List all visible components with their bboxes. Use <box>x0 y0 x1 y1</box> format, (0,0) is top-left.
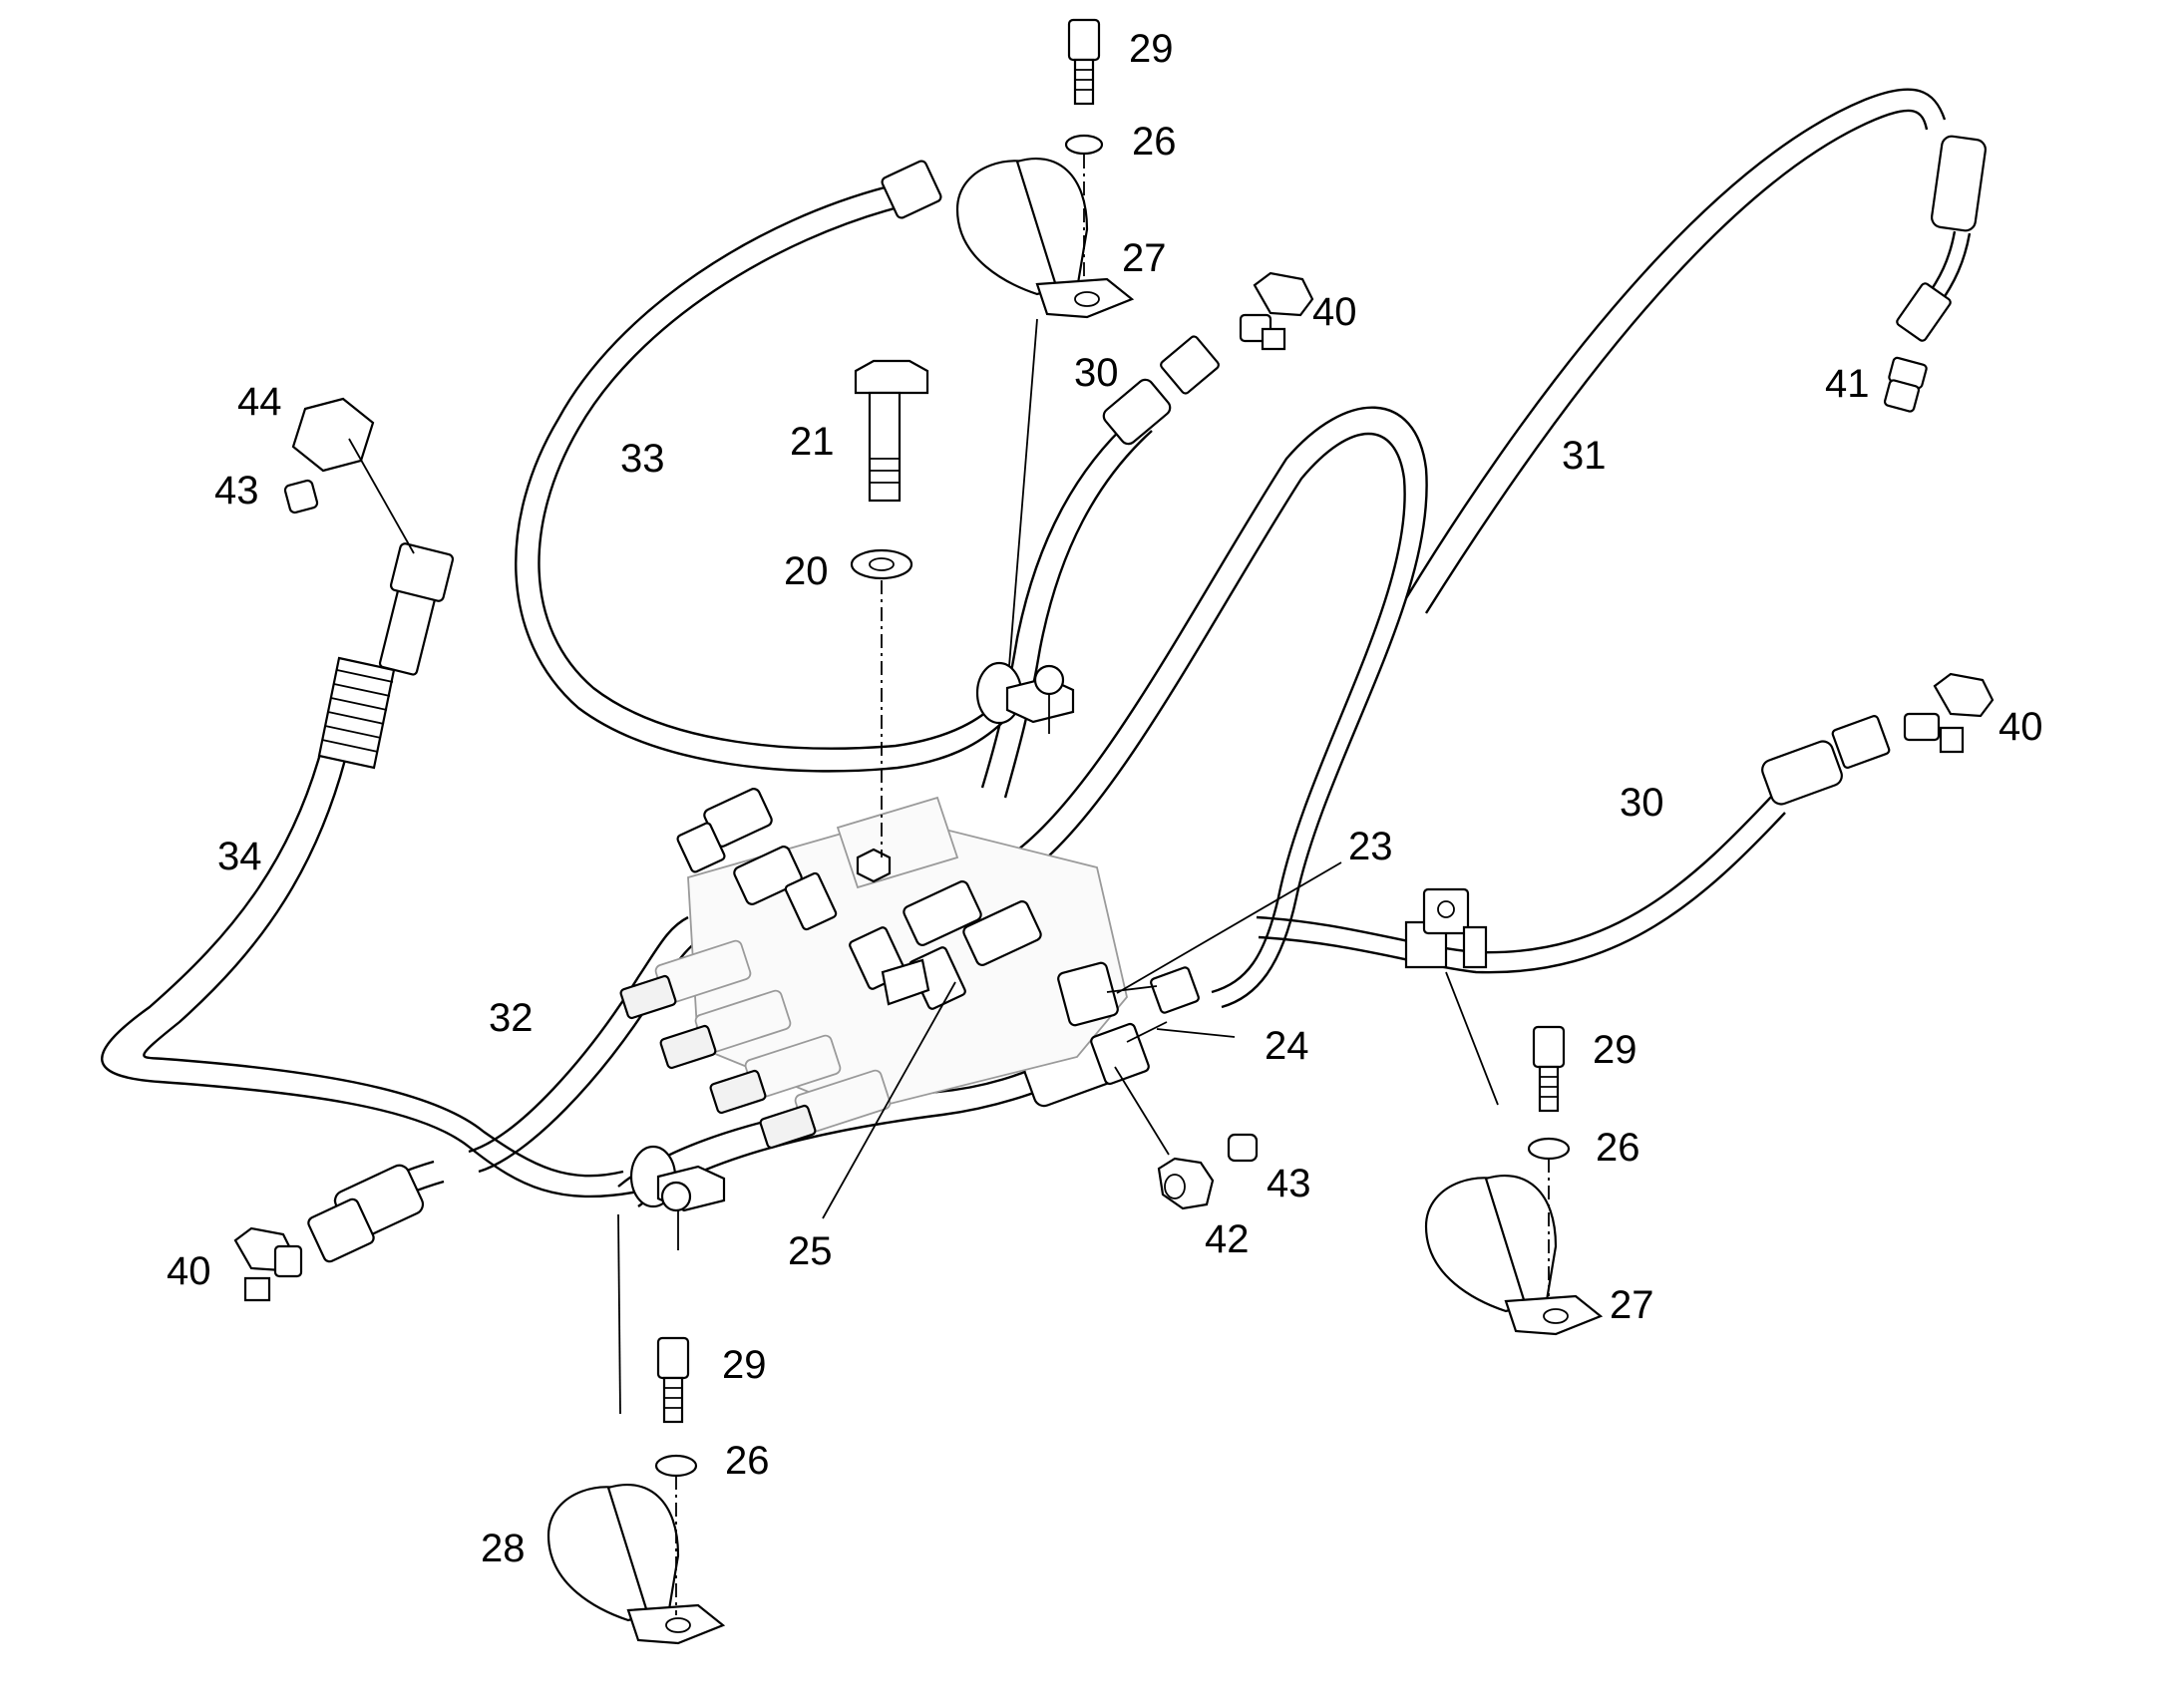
elbow-40-left <box>233 1226 303 1302</box>
callout-21: 21 <box>790 420 835 464</box>
callout-30-top: 30 <box>1074 351 1119 395</box>
callout-31: 31 <box>1562 434 1607 478</box>
nut-42 <box>1157 1157 1215 1210</box>
screw-29-bottom <box>656 1336 690 1424</box>
washer-26-right <box>1527 1137 1571 1161</box>
callout-26-bottom: 26 <box>725 1439 770 1483</box>
screw-29-top <box>1067 18 1101 106</box>
callout-26-top: 26 <box>1132 120 1177 164</box>
callout-24: 24 <box>1265 1024 1309 1068</box>
callout-29-right: 29 <box>1593 1028 1637 1072</box>
valve-block <box>619 788 1200 1150</box>
callout-27-top: 27 <box>1122 236 1167 280</box>
spool-2 <box>659 989 792 1070</box>
clamp-mounted-bottom <box>629 1145 726 1250</box>
callout-labels: 29 26 27 40 30 41 31 44 43 33 21 20 40 3… <box>167 27 2043 1570</box>
bellows <box>317 542 455 770</box>
callout-40-right: 40 <box>1998 705 2043 749</box>
clamp-27-right <box>1424 1174 1604 1336</box>
hose-30-top <box>980 335 1220 799</box>
ferrule-43-bottom <box>1227 1133 1259 1163</box>
hose-31 <box>1404 88 1987 614</box>
callout-26-right: 26 <box>1596 1126 1640 1170</box>
callout-43-bottom: 43 <box>1267 1162 1311 1205</box>
hose-30-right <box>1256 715 1891 974</box>
clamp-mounted-top <box>975 661 1075 734</box>
leader-lines <box>348 155 1550 1615</box>
callout-40-top: 40 <box>1312 290 1357 334</box>
hoses <box>101 88 1987 1263</box>
callout-30-right: 30 <box>1620 781 1664 825</box>
loose-parts <box>233 18 1995 1645</box>
screw-29-right <box>1532 1025 1566 1113</box>
hose-34 <box>101 717 639 1263</box>
callout-43-top: 43 <box>214 469 259 512</box>
clamp-28 <box>546 1483 726 1645</box>
spool-3 <box>709 1034 842 1115</box>
mounted-clamps <box>629 661 1488 1250</box>
washer-26-bottom <box>654 1454 698 1478</box>
callout-34: 34 <box>217 835 262 878</box>
callout-29-top: 29 <box>1129 27 1174 71</box>
callout-25: 25 <box>788 1229 833 1273</box>
callout-40-left: 40 <box>167 1249 211 1293</box>
callout-29-bottom: 29 <box>722 1343 767 1387</box>
callout-42: 42 <box>1205 1217 1250 1261</box>
callout-20: 20 <box>784 549 829 593</box>
callout-44: 44 <box>237 380 282 424</box>
elbow-40-right <box>1903 672 1995 754</box>
callout-23: 23 <box>1348 825 1393 868</box>
washer-20 <box>850 548 913 580</box>
spool-4 <box>759 1069 892 1150</box>
callout-27-right: 27 <box>1610 1283 1654 1327</box>
washer-26-top <box>1064 134 1104 156</box>
clamp-27-top <box>955 157 1135 319</box>
callout-41: 41 <box>1825 362 1870 406</box>
ferrule-43-top <box>283 479 319 514</box>
adapter-41 <box>1883 356 1928 413</box>
spool-1 <box>619 939 752 1020</box>
hose-right-loop <box>1006 406 1428 1009</box>
callout-28: 28 <box>481 1527 526 1570</box>
clamp-mounted-right <box>1404 887 1488 969</box>
elbow-40-top <box>1239 271 1314 351</box>
callout-33: 33 <box>620 437 665 481</box>
callout-32: 32 <box>489 996 534 1040</box>
bolt-21 <box>854 359 929 503</box>
hose-33 <box>515 160 1008 773</box>
